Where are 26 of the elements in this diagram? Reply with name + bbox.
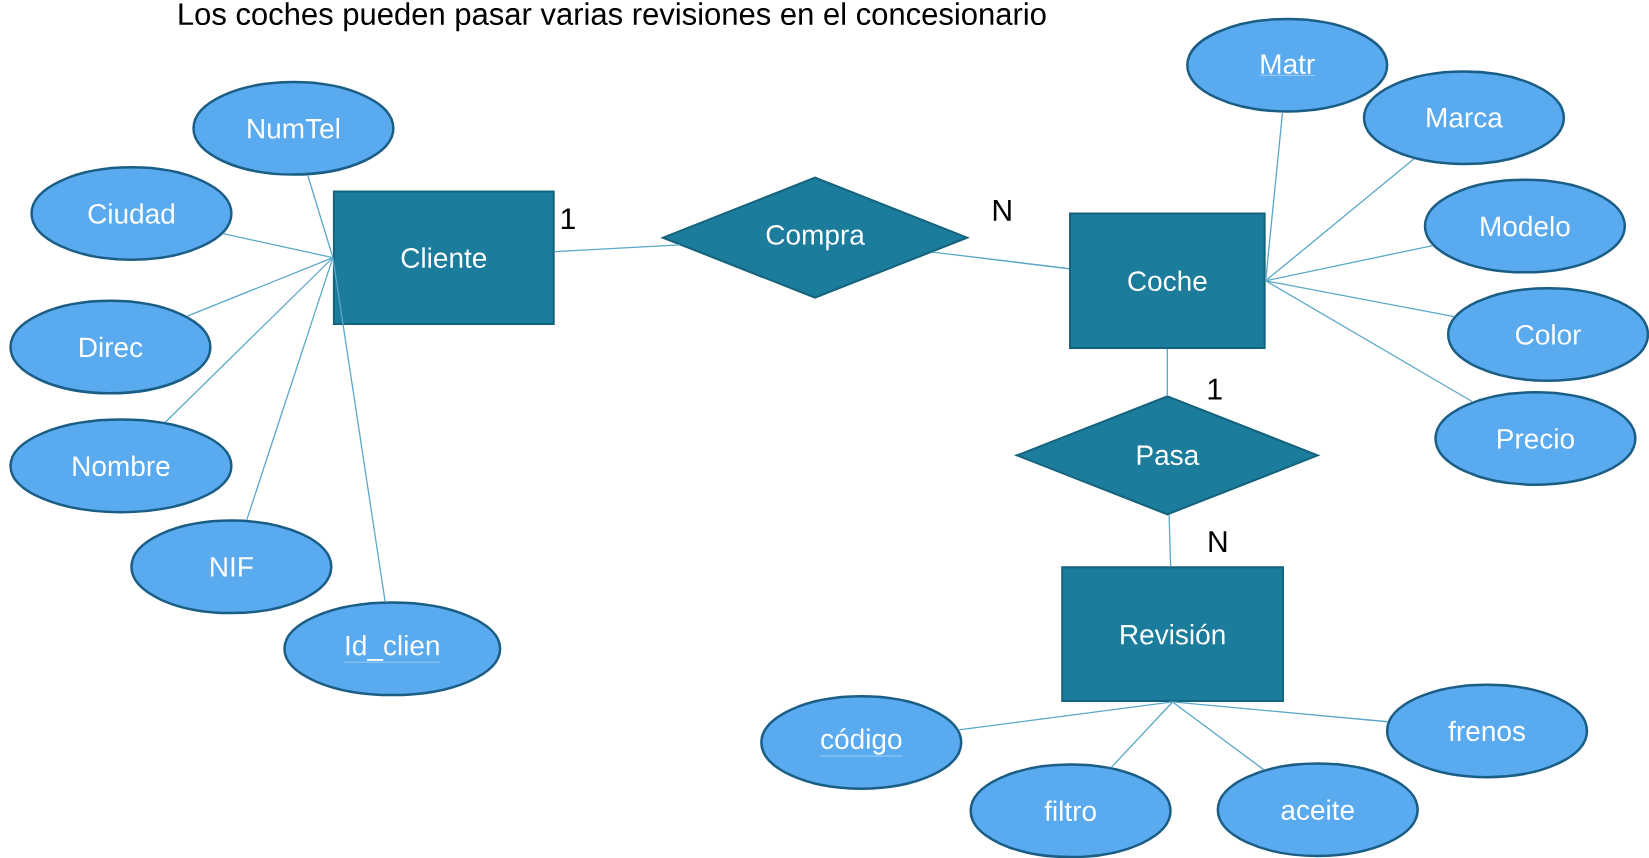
connector-line bbox=[1171, 701, 1265, 771]
connector-line bbox=[1265, 244, 1434, 282]
connector-line bbox=[1171, 701, 1389, 723]
cardinality-label: N bbox=[1209, 531, 1227, 552]
connector-line bbox=[246, 257, 334, 521]
cardinality-label: N bbox=[993, 200, 1011, 221]
connector-line bbox=[1265, 280, 1473, 403]
connector-line bbox=[1168, 514, 1172, 567]
cardinality-label: 1 bbox=[561, 208, 575, 230]
connector-line bbox=[1265, 280, 1455, 318]
connector-line bbox=[1166, 348, 1168, 396]
connector-line bbox=[1265, 112, 1284, 282]
connector-line bbox=[222, 232, 334, 259]
connector-line bbox=[931, 251, 1070, 270]
entity-box: Revisión bbox=[1061, 566, 1284, 702]
connector-line bbox=[186, 257, 334, 317]
connector-line bbox=[554, 244, 681, 253]
connector-line bbox=[164, 257, 334, 423]
entity-box: Coche bbox=[1069, 212, 1266, 350]
connector-line bbox=[1265, 158, 1415, 282]
connector-line bbox=[332, 257, 386, 603]
connector-line bbox=[307, 174, 334, 259]
connector-line bbox=[958, 701, 1174, 731]
connector-line bbox=[1110, 701, 1174, 768]
entity-box: Cliente bbox=[332, 190, 555, 325]
heading-text: Los coches pueden pasar varias revisiones en el concesionario bbox=[179, 2, 1046, 32]
